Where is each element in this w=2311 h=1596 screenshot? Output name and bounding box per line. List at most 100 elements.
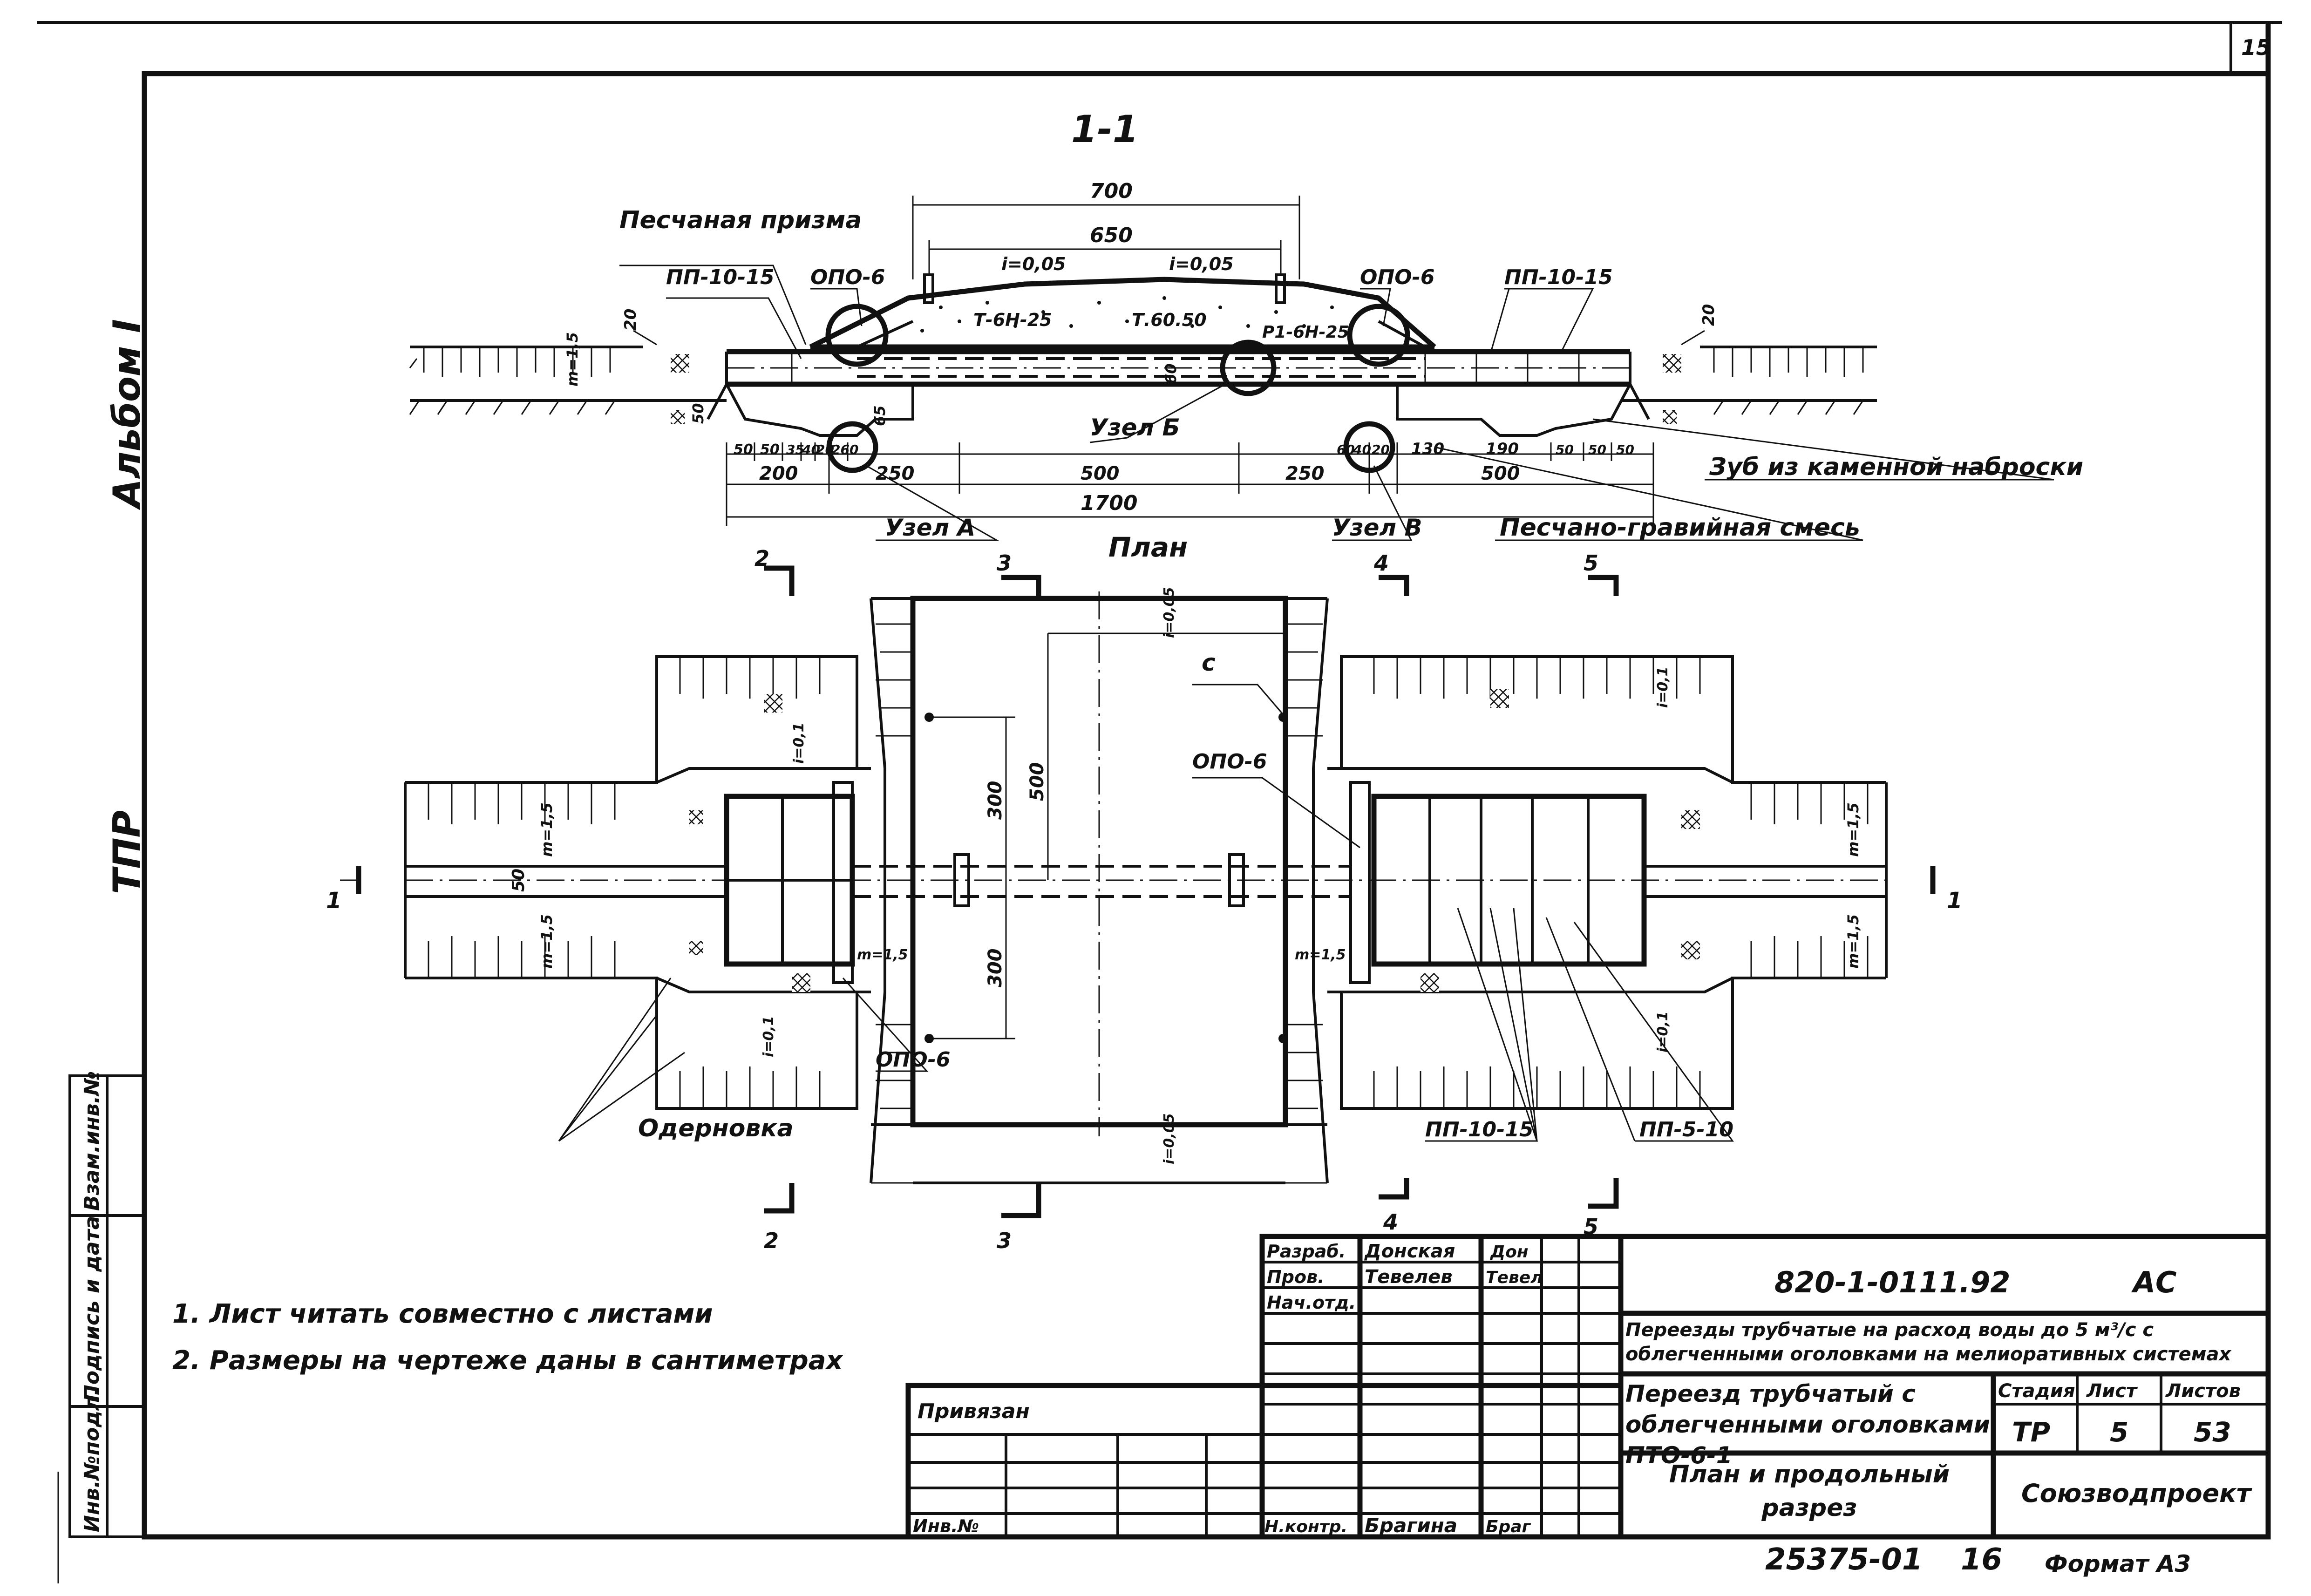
tpr-label: ТПР [105, 810, 149, 894]
label-stone-tooth: Зуб из каменной наброски [1709, 453, 2083, 481]
side-stamp [68, 1074, 146, 1538]
cut-mark-3-bottom: 3 [997, 1228, 1012, 1253]
tb-sheets: 53 [2194, 1416, 2231, 1448]
plan-label-opo-bottom: ОПО-6 [876, 1048, 951, 1072]
dim-250-left: 250 [876, 463, 915, 484]
label-sand-prism: Песчаная призма [619, 206, 862, 234]
tb-role-6: Н.контр. [1264, 1517, 1347, 1536]
cut-mark-5-top: 5 [1584, 550, 1598, 576]
dim-small-left-3: 40 [802, 442, 820, 457]
label-m-slope: m=1,5 [564, 332, 581, 387]
dim-small-left-0: 50 [734, 441, 753, 458]
label-pp-left: ПП-10-15 [666, 265, 775, 289]
tb-role-0: Разраб. [1267, 1241, 1346, 1262]
title-block [905, 1234, 2271, 1540]
label-opo-right: ОПО-6 [1360, 265, 1435, 289]
plan-m15-right-bottom: m=1,5 [1844, 914, 1862, 969]
tb-format: Формат А3 [2045, 1550, 2191, 1577]
tb-org: Союзводпроект [2021, 1479, 2252, 1508]
tb-sheet: 5 [2110, 1416, 2128, 1448]
label-slope-right: i=0,05 [1169, 254, 1234, 274]
plan-i01-left-top: i=0,1 [791, 722, 807, 764]
section-title: 1-1 [1071, 108, 1139, 151]
plan-m15-road-left: m=1,5 [857, 947, 908, 963]
plan-i01-left-bottom: i=0,1 [761, 1016, 777, 1057]
tb-name-6: Брагина [1365, 1514, 1457, 1537]
plan-dim-300-bottom: 300 [985, 949, 1006, 988]
plan-m15-left-top: m=1,5 [538, 802, 556, 857]
stamp-replace-inv: Взам.инв.№ [80, 1071, 104, 1211]
label-slope-left: i=0,05 [1001, 254, 1066, 274]
label-dim-60: 60 [1162, 363, 1180, 384]
dim-500-mid: 500 [1081, 463, 1120, 484]
tb-sign-0: Дон [1490, 1243, 1529, 1262]
dim-small-right-3: 50 [1556, 442, 1574, 457]
stamp-signature-date: Подпись и дата [80, 1216, 104, 1402]
label-node-a: Узел А [885, 514, 975, 541]
dim-small-left-2: 35 [786, 442, 804, 457]
cut-mark-2-bottom: 2 [764, 1228, 779, 1253]
plan-dim-50: 50 [509, 869, 528, 892]
tb-name-0: Донская [1364, 1241, 1455, 1262]
cut-mark-2-top: 2 [754, 546, 769, 571]
label-node-b: Узел Б [1090, 414, 1180, 441]
plan-label-c: с [1202, 649, 1216, 676]
dim-130: 130 [1411, 440, 1444, 458]
tb-sheet-title: Переезд трубчатый с облегченными оголовк… [1625, 1380, 1990, 1469]
stamp-orig-inv: Инв.№подл. [80, 1388, 104, 1532]
cut-mark-4-top: 4 [1373, 550, 1389, 576]
tb-inv: Инв.№ [913, 1516, 979, 1536]
tb-privyazan: Привязан [918, 1399, 1030, 1423]
section-drawing [409, 196, 2054, 541]
tb-stage: ТР [2012, 1416, 2050, 1448]
plan-dim-300-top: 300 [985, 781, 1006, 820]
dim-190: 190 [1486, 440, 1519, 458]
tb-project-title: Переезды трубчатые на расход воды до 5 м… [1625, 1319, 2231, 1365]
note-2: 2. Размеры на чертеже даны в сантиметрах [172, 1345, 843, 1376]
dim-small-right-5: 50 [1616, 442, 1634, 457]
dim-small-right-2: 20 [1372, 442, 1390, 457]
plan-i-bottom: i=0,05 [1161, 1114, 1177, 1164]
cut-mark-4-bottom: 4 [1383, 1209, 1398, 1235]
tb-stage-header: Стадия [1998, 1380, 2075, 1402]
tb-drawing-name: План и продольный разрез [1669, 1460, 1950, 1522]
tb-sign-1: Тевел [1486, 1268, 1543, 1287]
cut-mark-3-top: 3 [997, 550, 1012, 576]
cut-mark-1-right: 1 [1947, 888, 1962, 914]
dim-small-left-4: 20 [816, 442, 834, 457]
tb-sheet-header: Лист [2086, 1380, 2138, 1402]
dim-250-right: 250 [1285, 463, 1325, 484]
plan-label-oderovka: Одерновка [638, 1114, 794, 1142]
plan-label-pp510: ПП-5-10 [1639, 1118, 1733, 1141]
tb-role-1: Пров. [1267, 1267, 1325, 1287]
tb-name-1: Тевелев [1365, 1266, 1453, 1288]
tb-doc-code: 820-1-0111.92 [1774, 1265, 2010, 1299]
tb-bottom-code: 25375-01 [1765, 1542, 1923, 1577]
label-dim-65: 65 [871, 405, 889, 426]
dim-650: 650 [1090, 224, 1133, 247]
dim-small-left-1: 50 [760, 441, 780, 458]
plan-label-opo-top: ОПО-6 [1192, 750, 1267, 774]
plan-dim-500: 500 [1026, 762, 1048, 801]
label-pipe-t3: Р1-6Н-25 [1262, 323, 1349, 342]
tb-bottom-page: 16 [1961, 1542, 2002, 1577]
dim-small-right-4: 50 [1588, 442, 1606, 457]
tb-role-2: Нач.отд. [1267, 1292, 1356, 1313]
label-node-v: Узел В [1332, 514, 1422, 541]
note-1: 1. Лист читать совместно с листами [172, 1299, 713, 1329]
plan-i-top: i=0,05 [1161, 587, 1177, 638]
plan-title: План [1108, 531, 1188, 563]
dim-200: 200 [759, 463, 798, 484]
label-dim-50: 50 [689, 403, 707, 424]
plan-drawing [340, 565, 1936, 1218]
label-opo-left: ОПО-6 [810, 265, 885, 289]
label-pp-right: ПП-10-15 [1504, 265, 1613, 289]
label-gravel: Песчано-гравийная смесь [1500, 514, 1860, 542]
plan-i01-right-bottom: i=0,1 [1655, 1011, 1671, 1053]
dim-1700: 1700 [1081, 491, 1137, 515]
dim-700: 700 [1090, 179, 1133, 203]
album-label: Альбом I [105, 319, 149, 510]
dim-500-right: 500 [1481, 463, 1520, 484]
plan-i01-right-top: i=0,1 [1655, 666, 1671, 708]
label-dim-20-left: 20 [621, 309, 640, 331]
